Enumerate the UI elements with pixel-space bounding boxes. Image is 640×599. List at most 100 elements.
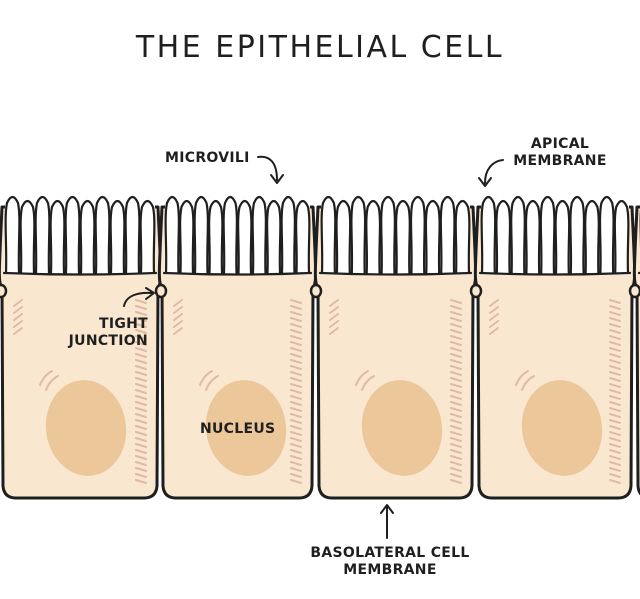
cytoplasm-hatch <box>13 313 23 321</box>
microvillus <box>495 199 512 275</box>
cytoplasm-hatch <box>290 443 302 448</box>
cytoplasm-hatch <box>135 461 147 466</box>
cytoplasm-hatch <box>609 353 621 358</box>
microvillus <box>19 199 36 275</box>
cytoplasm-hatch <box>290 401 302 406</box>
microvillus <box>208 199 224 275</box>
cytoplasm-hatch <box>609 359 621 364</box>
cytoplasm-hatch <box>135 425 147 430</box>
cytoplasm-hatch <box>135 407 147 412</box>
cytoplasm-hatch <box>609 383 621 388</box>
nucleus-label: NUCLEUS <box>200 421 275 438</box>
microvillus <box>222 195 238 275</box>
cytoplasm-hatch <box>290 317 302 322</box>
apical-membrane-line1: APICAL <box>530 136 590 152</box>
cytoplasm-hatch <box>290 329 302 334</box>
microvillus <box>424 199 441 275</box>
cytoplasm-hatch <box>173 313 183 321</box>
cytoplasm-hatch <box>609 443 621 448</box>
microvili-label: MICROVILI <box>165 150 250 167</box>
cytoplasm-hatch <box>290 449 302 454</box>
cytoplasm-hatch <box>609 329 621 334</box>
cytoplasm-hatch <box>609 323 621 328</box>
cytoplasm-hatch <box>450 323 462 328</box>
cytoplasm-hatch <box>135 341 147 346</box>
cytoplasm-hatch <box>135 401 147 406</box>
cytoplasm-hatch <box>450 425 462 430</box>
cytoplasm-hatch <box>135 431 147 436</box>
cytoplasm-hatch <box>450 377 462 382</box>
cytoplasm-hatch <box>290 347 302 352</box>
cytoplasm-hatch <box>290 431 302 436</box>
cytoplasm-hatch <box>173 327 183 335</box>
cytoplasm-hatch <box>135 353 147 358</box>
cytoplasm-hatch <box>450 311 462 316</box>
apical-membrane-line2: MEMBRANE <box>513 153 607 169</box>
microvillus <box>524 199 541 275</box>
microvillus <box>237 199 253 275</box>
epithelial-cell-3 <box>313 195 478 500</box>
microvillus <box>4 195 21 275</box>
microvillus <box>64 195 81 275</box>
nucleus-label-text: NUCLEUS <box>200 421 276 437</box>
cytoplasm-hatch <box>290 299 302 304</box>
cytoplasm-hatch <box>450 479 462 484</box>
microvillus <box>510 195 526 275</box>
apical-membrane-line <box>318 271 473 276</box>
cytoplasm-hatch <box>450 353 462 358</box>
cytoplasm-hatch <box>135 473 147 478</box>
cytoplasm-hatch <box>450 317 462 322</box>
nucleus <box>45 380 127 476</box>
cytoplasm-hatch <box>290 479 302 484</box>
cytoplasm-hatch <box>290 311 302 316</box>
microvillus <box>395 199 411 275</box>
nucleus <box>521 380 603 476</box>
apical-membrane-arrow <box>484 159 504 184</box>
cytoplasm-hatch <box>290 413 302 418</box>
cytoplasm-hatch <box>609 437 621 442</box>
cytoplasm-hatch <box>290 395 302 400</box>
cytoplasm-hatch <box>173 320 183 328</box>
cytoplasm-hatch <box>609 395 621 400</box>
cytoplasm-hatch <box>290 335 302 340</box>
microvillus <box>193 195 209 275</box>
cytoplasm-hatch <box>450 407 462 412</box>
cytoplasm-hatch <box>135 479 147 484</box>
microvillus <box>320 195 337 275</box>
epithelial-cell-1 <box>0 195 163 500</box>
cytoplasm-hatch <box>609 389 621 394</box>
tight-junctions <box>0 283 640 299</box>
cytoplasm-hatch <box>450 359 462 364</box>
cytoplasm-hatch <box>290 467 302 472</box>
cytoplasm-hatch <box>13 327 23 335</box>
microvillus <box>613 199 630 275</box>
cytoplasm-hatch <box>135 455 147 460</box>
microvillus <box>598 195 615 275</box>
cytoplasm-hatch <box>135 437 147 442</box>
cytoplasm-hatch <box>450 473 462 478</box>
cell-row <box>0 195 640 500</box>
tight-junction-label: TIGHT JUNCTION <box>52 316 148 350</box>
cytoplasm-hatch <box>135 449 147 454</box>
apical-membrane-line <box>2 271 158 276</box>
cytoplasm-hatch <box>135 383 147 388</box>
cytoplasm-mark <box>355 370 375 391</box>
microvillus <box>79 199 96 275</box>
cytoplasm-hatch <box>135 377 147 382</box>
apical-membrane-line <box>478 271 632 276</box>
cytoplasm-hatch <box>450 305 462 310</box>
basolateral-arrow-head <box>380 504 394 514</box>
microvillus <box>251 195 267 275</box>
cytoplasm-hatch <box>450 461 462 466</box>
cytoplasm-hatch <box>290 353 302 358</box>
nucleus <box>361 380 443 476</box>
cytoplasm-mark <box>199 370 219 391</box>
cytoplasm-hatch <box>450 347 462 352</box>
pointer-arrows <box>123 155 504 539</box>
cytoplasm-hatch <box>489 313 499 321</box>
microvillus <box>454 199 471 275</box>
cytoplasm-hatch <box>135 359 147 364</box>
tight-junction-arrow <box>123 291 153 307</box>
cytoplasm-hatch <box>609 299 621 304</box>
microvillus <box>266 199 282 275</box>
